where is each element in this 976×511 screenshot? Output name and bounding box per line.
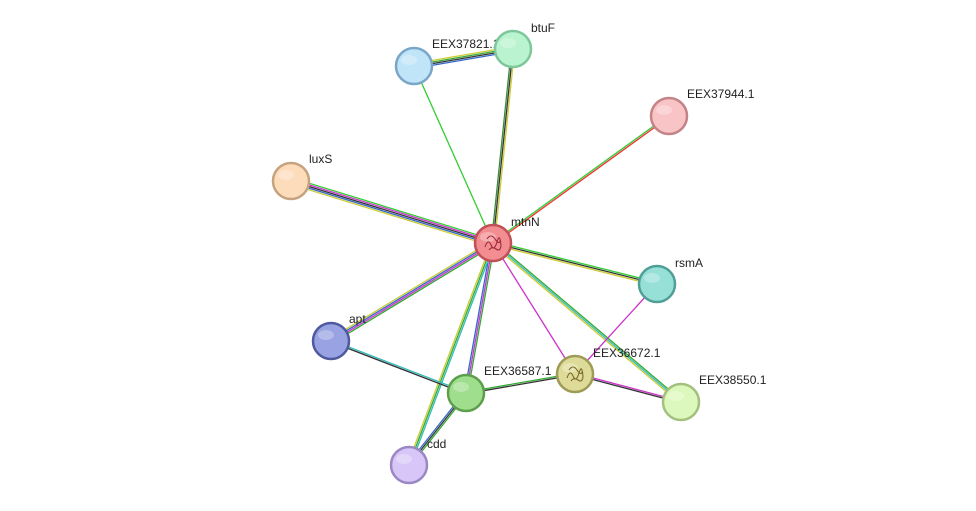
node-eex37821-1[interactable]: EEX37821.1 — [394, 37, 500, 86]
node-eex37944-1[interactable]: EEX37944.1 — [649, 87, 755, 136]
node-label: btuF — [531, 21, 555, 35]
node-highlight — [656, 105, 672, 115]
edge-evidence-line — [492, 243, 657, 287]
edge-evidence-line — [330, 341, 466, 395]
edge-evidence-line — [492, 242, 682, 403]
edge-evidence-line — [409, 243, 496, 466]
edge-evidence-line — [493, 49, 516, 244]
edge-evidence-line — [290, 180, 494, 244]
edge-evidence-line — [493, 240, 658, 284]
edge-evidence-line — [492, 48, 514, 244]
edge-apt-eex36587-1[interactable] — [330, 339, 467, 395]
node-label: rsmA — [675, 256, 703, 270]
node-circle — [661, 382, 701, 422]
node-highlight — [401, 55, 417, 65]
edge-mtnn-eex37944-1[interactable] — [492, 114, 670, 245]
node-cdd[interactable]: cdd — [389, 437, 446, 485]
node-highlight — [668, 391, 684, 401]
node-circle — [493, 29, 533, 69]
node-rsma[interactable]: rsmA — [637, 256, 703, 304]
edge-evidence-line — [330, 241, 493, 341]
edge-evidence-line — [291, 177, 495, 241]
edge-evidence-line — [491, 243, 681, 404]
node-circle — [555, 354, 595, 394]
node-highlight — [318, 330, 334, 340]
edge-mtnn-cdd[interactable] — [406, 242, 496, 466]
node-circle — [473, 223, 513, 263]
edge-evidence-line — [331, 243, 494, 343]
edge-mtnn-eex36672-1[interactable] — [492, 242, 576, 375]
node-label: apt — [349, 312, 366, 326]
node-label: EEX38550.1 — [699, 373, 767, 387]
node-circle — [389, 445, 429, 485]
nodes-layer: mtnN EEX37821.1 btuF EEX37944.1 luxS rsmA aptE… — [271, 21, 767, 485]
node-circle — [637, 264, 677, 304]
node-btuf[interactable]: btuF — [493, 21, 555, 69]
node-label: EEX36672.1 — [593, 346, 661, 360]
node-label: EEX37821.1 — [432, 37, 500, 51]
node-eex38550-1[interactable]: EEX38550.1 — [661, 373, 767, 422]
edge-evidence-line — [493, 241, 683, 402]
node-highlight — [644, 273, 660, 283]
edge-evidence-line — [492, 242, 576, 375]
node-highlight — [500, 38, 516, 48]
edge-mtnn-luxs[interactable] — [289, 177, 495, 247]
node-highlight — [396, 454, 412, 464]
node-circle — [649, 96, 689, 136]
edge-evidence-line — [463, 242, 493, 393]
node-mtnn[interactable]: mtnN — [473, 215, 540, 263]
protein-structure-icon — [566, 366, 584, 382]
node-circle — [394, 46, 434, 86]
edge-evidence-line — [331, 339, 467, 393]
node-label: EEX36587.1 — [484, 364, 552, 378]
node-highlight — [453, 382, 469, 392]
edge-evidence-line — [290, 181, 493, 246]
node-circle — [271, 161, 311, 201]
edge-rsma-eex36672-1[interactable] — [574, 283, 658, 375]
edge-mtnn-apt[interactable] — [329, 240, 495, 344]
edge-mtnn-eex37821-1[interactable] — [413, 65, 494, 244]
edge-mtnn-eex38550-1[interactable] — [491, 241, 683, 404]
node-label: mtnN — [511, 215, 540, 229]
node-circle — [311, 321, 351, 361]
node-highlight — [278, 170, 294, 180]
edge-evidence-line — [406, 242, 493, 465]
node-eex36587-1[interactable]: EEX36587.1 — [446, 364, 552, 413]
edge-evidence-line — [465, 242, 494, 394]
edge-evidence-line — [574, 283, 658, 375]
edge-evidence-line — [492, 242, 658, 285]
node-eex36672-1[interactable]: EEX36672.1 — [555, 346, 661, 394]
edge-mtnn-rsma[interactable] — [492, 240, 658, 287]
protein-structure-icon — [484, 235, 502, 251]
node-label: cdd — [427, 437, 446, 451]
edge-mtnn-btuf[interactable] — [490, 48, 516, 244]
node-label: luxS — [309, 152, 332, 166]
edge-evidence-line — [289, 183, 493, 247]
node-apt[interactable]: apt — [311, 312, 366, 361]
edge-evidence-line — [493, 116, 670, 245]
edge-evidence-line — [466, 243, 496, 394]
node-luxs[interactable]: luxS — [271, 152, 332, 201]
node-label: EEX37944.1 — [687, 87, 755, 101]
edge-evidence-line — [408, 242, 494, 466]
edge-evidence-line — [492, 114, 669, 243]
edge-evidence-line — [490, 48, 513, 243]
edge-evidence-line — [331, 244, 495, 344]
edge-mtnn-eex36587-1[interactable] — [463, 242, 496, 394]
edge-evidence-line — [413, 65, 494, 244]
node-circle — [446, 373, 486, 413]
edge-evidence-line — [329, 240, 493, 340]
edge-evidence-line — [291, 178, 494, 243]
